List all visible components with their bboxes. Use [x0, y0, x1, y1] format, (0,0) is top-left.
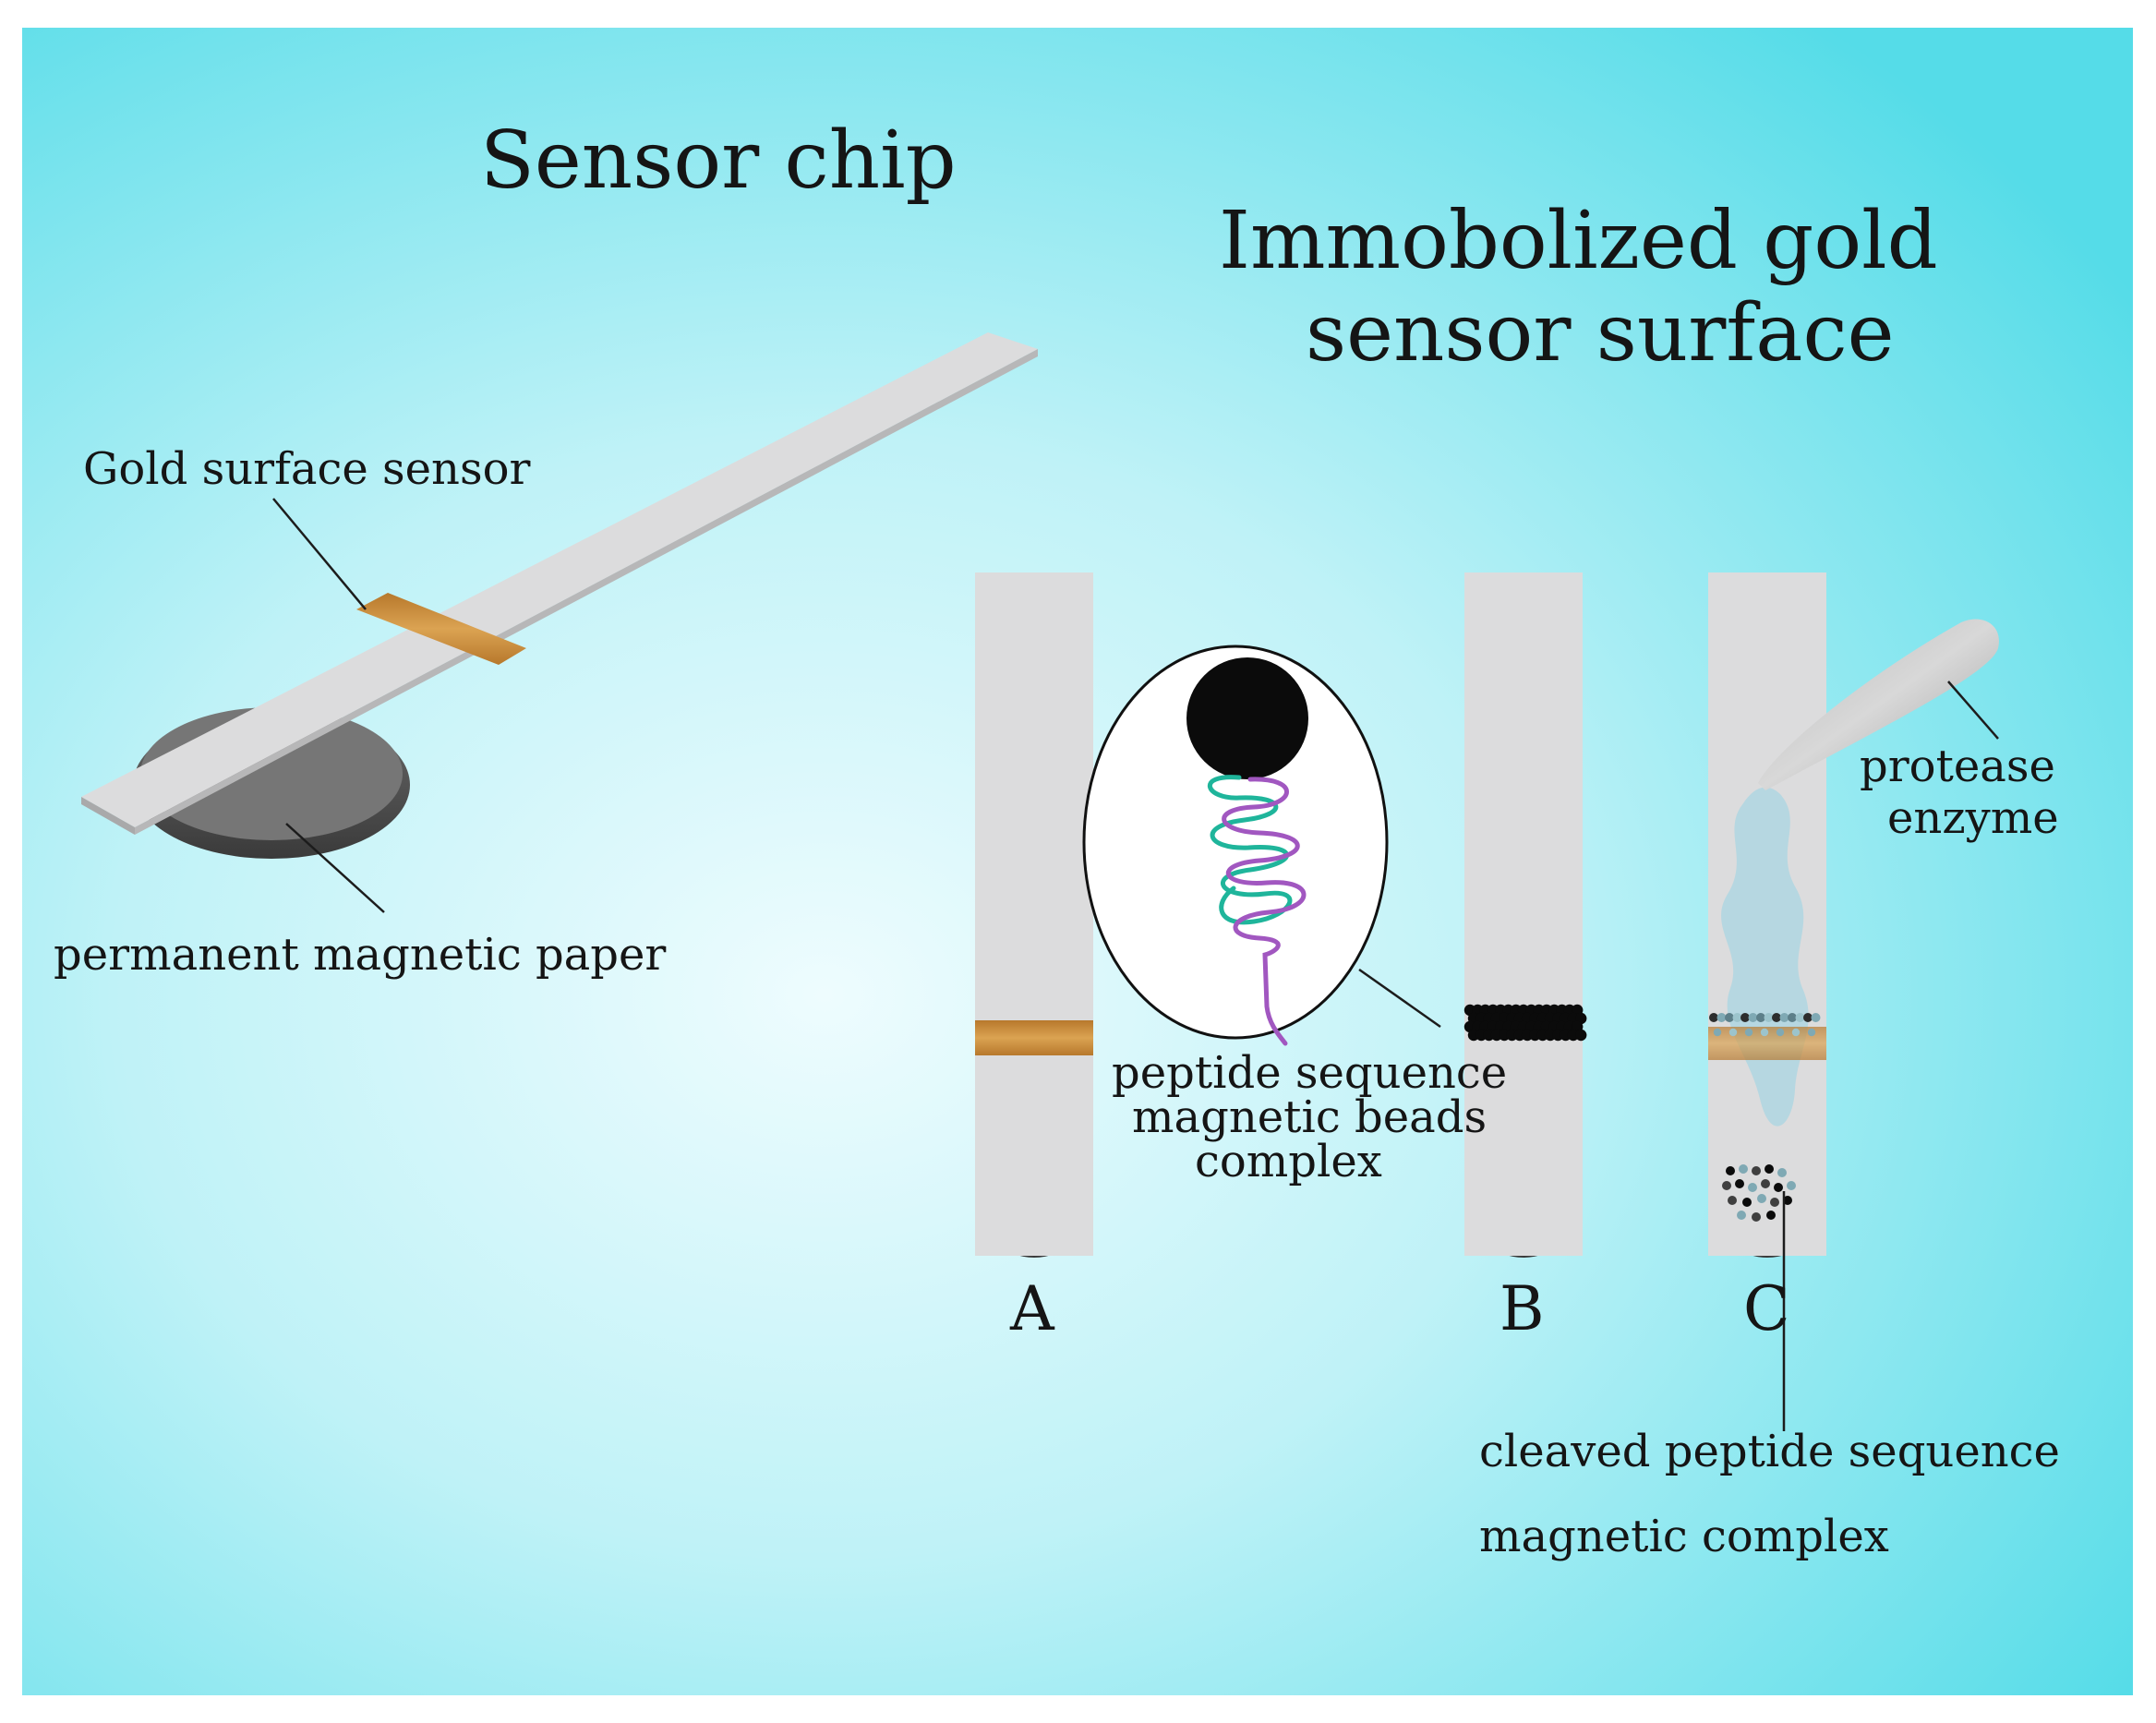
strip-b-body: [1464, 572, 1583, 1256]
strip-b-letter: B: [1500, 1273, 1545, 1344]
peptide-strand-purple: [1222, 777, 1307, 1046]
peptide-bead-zoom: [1082, 645, 1389, 1046]
strip-c-released-beads: [1722, 1164, 1796, 1222]
magnetic-bead: [1186, 657, 1308, 779]
label-protease-line1: protease: [1860, 741, 2055, 792]
bead-dot: [1760, 1028, 1769, 1037]
bead-dot: [1811, 1013, 1821, 1022]
gold-surface-band: [356, 593, 526, 665]
sensor-chip-illustration: [81, 332, 1038, 913]
label-peptide-line3: complex: [1195, 1136, 1382, 1187]
bead-dot: [1732, 1013, 1742, 1022]
pipette-tip: [1758, 619, 1999, 790]
chip-strip-edge-side: [135, 349, 1038, 835]
bead-dot: [1742, 1198, 1752, 1207]
figure-frame: Sensor chip Immobolized gold sensor surf…: [22, 28, 2133, 1695]
label-gold-surface-sensor: Gold surface sensor: [83, 443, 530, 495]
bead-dot: [1783, 1196, 1792, 1205]
bead-dot: [1765, 1164, 1774, 1174]
label-cleaved-line2: magnetic complex: [1479, 1511, 1889, 1562]
bead-dot: [1761, 1179, 1770, 1188]
bead-dot: [1807, 1028, 1816, 1037]
strip-c-residual-beads: [1709, 1013, 1821, 1037]
magnet-leader-line: [285, 823, 385, 913]
bead-dot: [1779, 1013, 1789, 1022]
title-sensor-chip: Sensor chip: [480, 114, 957, 207]
bead-dot: [1777, 1168, 1787, 1177]
bead-dot: [1803, 1013, 1813, 1022]
bead-dot: [1728, 1028, 1738, 1037]
bead-dot: [1756, 1013, 1765, 1022]
bead-dot: [1788, 1013, 1797, 1022]
title-immobilized-line2: sensor surface: [1306, 287, 1895, 380]
bead-dot: [1776, 1028, 1785, 1037]
bead-dot: [1725, 1013, 1734, 1022]
bead-dot: [1757, 1194, 1766, 1203]
title-immobilized-line1: Immobolized gold: [1219, 195, 1938, 287]
bead-dot: [1795, 1013, 1805, 1022]
bead-dot: [1748, 1013, 1758, 1022]
strip-c-letter: C: [1743, 1273, 1790, 1344]
bead-dot: [1787, 1181, 1796, 1190]
bead-dot: [1770, 1198, 1779, 1207]
bead-dot: [1739, 1164, 1748, 1174]
gold-leader-line: [272, 498, 367, 610]
bead-dot: [1716, 1013, 1727, 1022]
label-peptide-line1: peptide sequence: [1112, 1047, 1507, 1099]
protease-leader-line: [1947, 681, 1999, 740]
strip-b-bead-cluster: [1463, 1004, 1587, 1042]
zoom-circle: [1082, 645, 1389, 1040]
zoom-leader-line: [1358, 968, 1441, 1029]
label-cleaved-line1: cleaved peptide sequence: [1479, 1426, 2060, 1477]
bead-dot: [1791, 1028, 1801, 1037]
label-permanent-magnetic-paper: permanent magnetic paper: [54, 929, 666, 981]
label-peptide-line2: magnetic beads: [1132, 1091, 1487, 1143]
strip-a-letter: A: [1009, 1273, 1055, 1344]
diagram-canvas: Sensor chip Immobolized gold sensor surf…: [22, 28, 2133, 1695]
bead-dot: [1728, 1196, 1737, 1205]
bead-dot: [1752, 1212, 1761, 1222]
bead-dot: [1709, 1013, 1718, 1022]
chip-strip-edge-front: [81, 797, 135, 835]
bead-dot: [1575, 1029, 1587, 1042]
strip-a-gold-band: [975, 1020, 1093, 1055]
strip-c: [1708, 572, 1826, 1431]
bead-dot: [1726, 1166, 1735, 1175]
chip-strip-top: [81, 332, 1038, 827]
bead-dot: [1766, 1211, 1776, 1220]
bead-dot: [1713, 1028, 1722, 1037]
bead-dot: [1764, 1013, 1774, 1022]
bead-dot: [1737, 1211, 1746, 1220]
protease-pipette: [1758, 619, 1999, 790]
label-protease-line2: enzyme: [1887, 792, 2059, 844]
bead-dot: [1740, 1013, 1750, 1022]
bead-dot: [1774, 1183, 1783, 1192]
bead-dot: [1772, 1013, 1781, 1022]
bead-dot: [1744, 1028, 1753, 1037]
bead-dot: [1735, 1179, 1744, 1188]
strip-b: [1358, 572, 1587, 1258]
bead-dot: [1748, 1183, 1757, 1192]
strip-a: [975, 572, 1093, 1258]
bead-dot: [1752, 1166, 1761, 1175]
bead-dot: [1722, 1181, 1731, 1190]
strip-a-body: [975, 572, 1093, 1256]
